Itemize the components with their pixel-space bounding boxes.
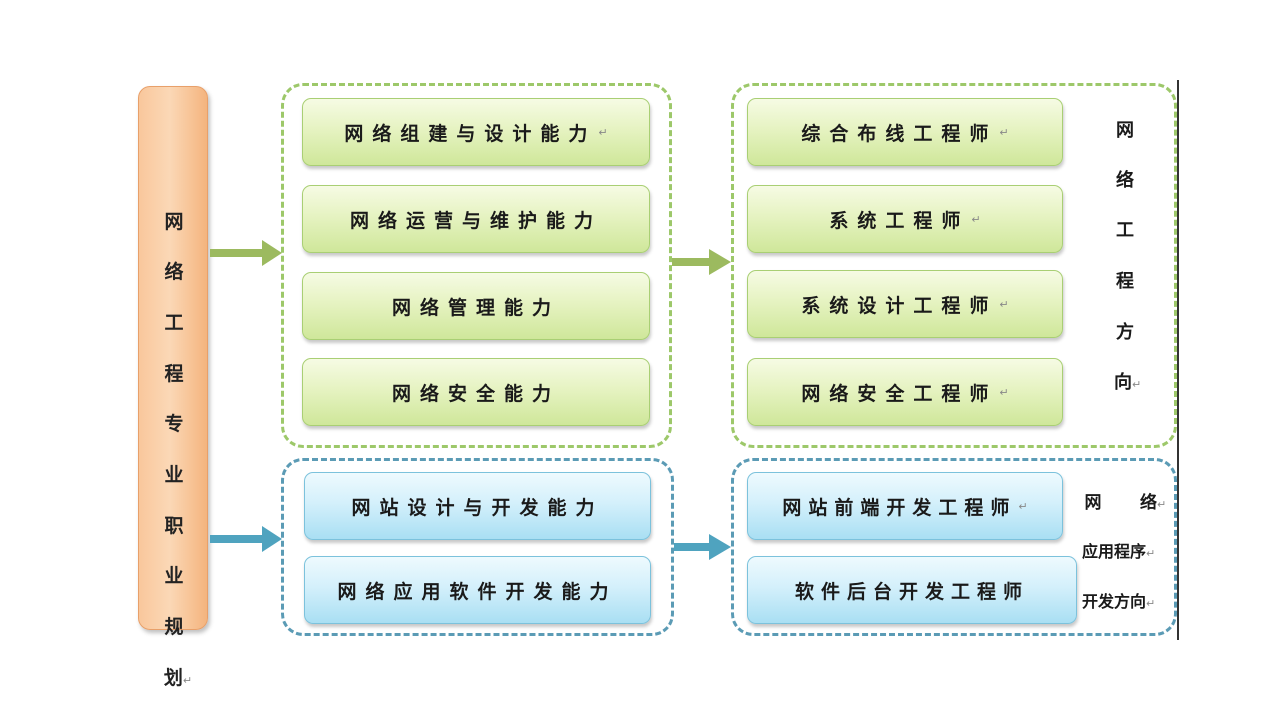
direction-network-char: 络 [1116,170,1134,191]
role-software-backend-engineer: 软件后台开发工程师 [747,556,1077,624]
arrow-app-abilities-to-roles [674,534,731,560]
role-system-engineer: 系统工程师↵ [747,185,1063,253]
title-char-last: 划↵ [163,667,193,689]
direction-app-char-b: 络↵ [1140,493,1167,513]
ability-network-build: 网络组建与设计能力↵ [302,98,650,166]
title-char: 工 [164,312,184,334]
app-roles-group [731,458,1177,636]
arrow-network-abilities-to-roles [672,249,731,275]
network-roles-group [731,83,1177,448]
ability-network-mgmt: 网络管理能力 [302,272,650,340]
role-network-security-engineer: 网络安全工程师↵ [747,358,1063,426]
title-char: 络 [164,261,184,283]
title-char: 网 [164,211,184,233]
title-char: 职 [164,515,184,537]
direction-network-char-last: 向↵ [1114,372,1142,393]
network-abilities-group [281,83,672,448]
direction-network-char: 方 [1116,322,1134,343]
direction-network-char: 程 [1116,271,1134,292]
title-char: 专 [164,413,184,435]
title-char: 规 [164,616,184,638]
title-char: 业 [164,464,184,486]
title-char: 业 [164,565,184,587]
direction-app-line2: 应用程序↵ [1082,542,1156,561]
title-char: 程 [164,363,184,385]
role-system-design-engineer: 系统设计工程师↵ [747,270,1063,338]
role-cabling-engineer: 综合布线工程师↵ [747,98,1063,166]
main-title-box: 网 络 工 程 专 业 职 业 规 划↵ [138,86,208,689]
direction-network-char: 网 [1116,120,1134,141]
arrow-title-to-network-abilities [210,240,282,266]
arrow-title-to-app-abilities [210,526,282,552]
ability-web-dev: 网站设计与开发能力 [304,472,651,540]
ability-network-security: 网络安全能力 [302,358,650,426]
app-abilities-group [281,458,674,636]
direction-app-line3: 开发方向↵ [1082,592,1156,611]
ability-network-app-dev: 网络应用软件开发能力 [304,556,651,624]
right-edge-line [1177,80,1179,640]
role-web-frontend-engineer: 网站前端开发工程师↵ [747,472,1063,540]
direction-app-char-a: 网 [1084,493,1102,513]
direction-network-char: 工 [1116,220,1134,241]
ability-network-ops: 网络运营与维护能力 [302,185,650,253]
